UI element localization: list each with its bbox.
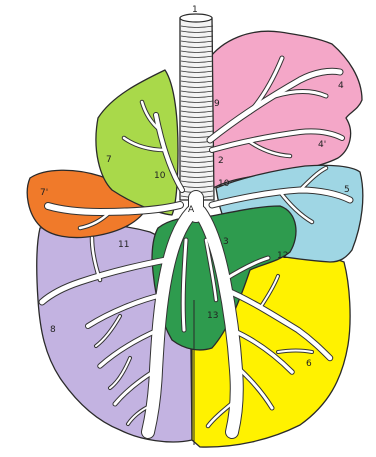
label-5: 5 <box>344 185 350 195</box>
label-A: A <box>188 205 195 215</box>
label-3: 3 <box>223 237 229 247</box>
label-4: 4 <box>338 81 344 91</box>
label-7: 7 <box>106 155 112 165</box>
label-11: 11 <box>118 240 129 250</box>
label-10-right: 10 <box>218 179 230 189</box>
label-8: 8 <box>50 325 56 335</box>
label-6: 6 <box>306 359 312 369</box>
label-2: 2 <box>218 156 224 166</box>
label-9: 9 <box>214 99 220 109</box>
label-10-left: 10 <box>154 171 166 181</box>
label-13: 13 <box>207 311 218 321</box>
trachea-opening <box>180 14 212 22</box>
label-7-prime: 7' <box>40 188 48 198</box>
label-12: 12 <box>277 251 288 261</box>
label-1: 1 <box>192 5 198 15</box>
label-4-prime: 4' <box>318 140 326 150</box>
